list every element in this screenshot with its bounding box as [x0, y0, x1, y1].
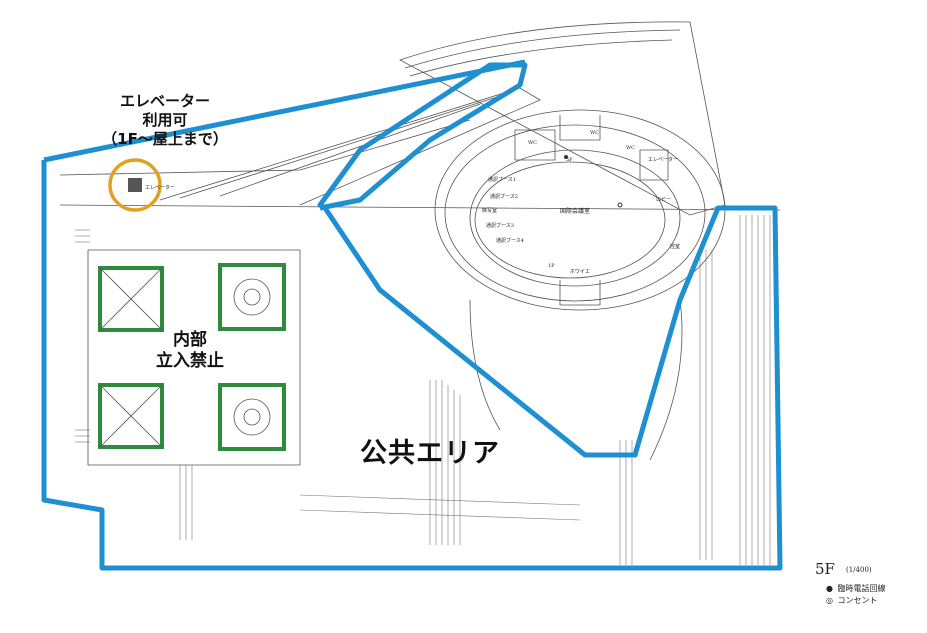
booth4-label: 通訳ブース4 — [496, 238, 524, 244]
phone-dot-icon: ● — [826, 584, 833, 593]
outlet-circle-icon: ◎ — [826, 596, 833, 605]
elevator-shaft-icon — [128, 178, 142, 192]
legend-item-phone: ● 臨時電話回線 — [826, 584, 886, 593]
public-area-outline — [41, 59, 783, 571]
shaft-crosses — [99, 267, 271, 448]
wc1-label: WC — [528, 140, 537, 146]
restricted-label: 内部 立入禁止 — [156, 330, 224, 372]
conference-room-label: 国際会議室 — [560, 208, 591, 215]
restricted-boxes — [98, 263, 286, 451]
elevator-note: エレベーター 利用可 （1F～屋上まで） — [102, 92, 228, 148]
lobby-label: ロビー — [656, 197, 672, 203]
booth3-label: 通訳ブース3 — [486, 223, 514, 229]
wc3-label: WC — [626, 145, 635, 151]
booth2-label: 通訳ブース2 — [490, 194, 518, 200]
elevator-hall-label: エレベーター — [648, 157, 679, 163]
building-linework — [59, 21, 781, 565]
booth1-label: 通訳ブース1 — [488, 177, 516, 183]
stair-1p-label: 1P — [548, 263, 555, 269]
public-area-label: 公共エリア — [360, 438, 500, 469]
floor-scale: (1/400) — [846, 566, 872, 574]
legend-item-outlet: ◎ コンセント — [826, 596, 878, 605]
elevator-caption-label: エレベーター — [145, 185, 176, 191]
floor-name: 5F — [815, 560, 835, 578]
outlet-marker — [617, 202, 623, 208]
phone-line-marker — [564, 155, 568, 159]
foyer-label: ホワイエ — [570, 269, 590, 275]
elevator-highlight-circle — [108, 158, 162, 212]
wc2-label: WC — [590, 130, 599, 136]
green-room-label: 控室 — [670, 244, 681, 250]
video-room-label: 映写室 — [482, 208, 498, 214]
stair-5f-label: 5F — [566, 157, 573, 163]
